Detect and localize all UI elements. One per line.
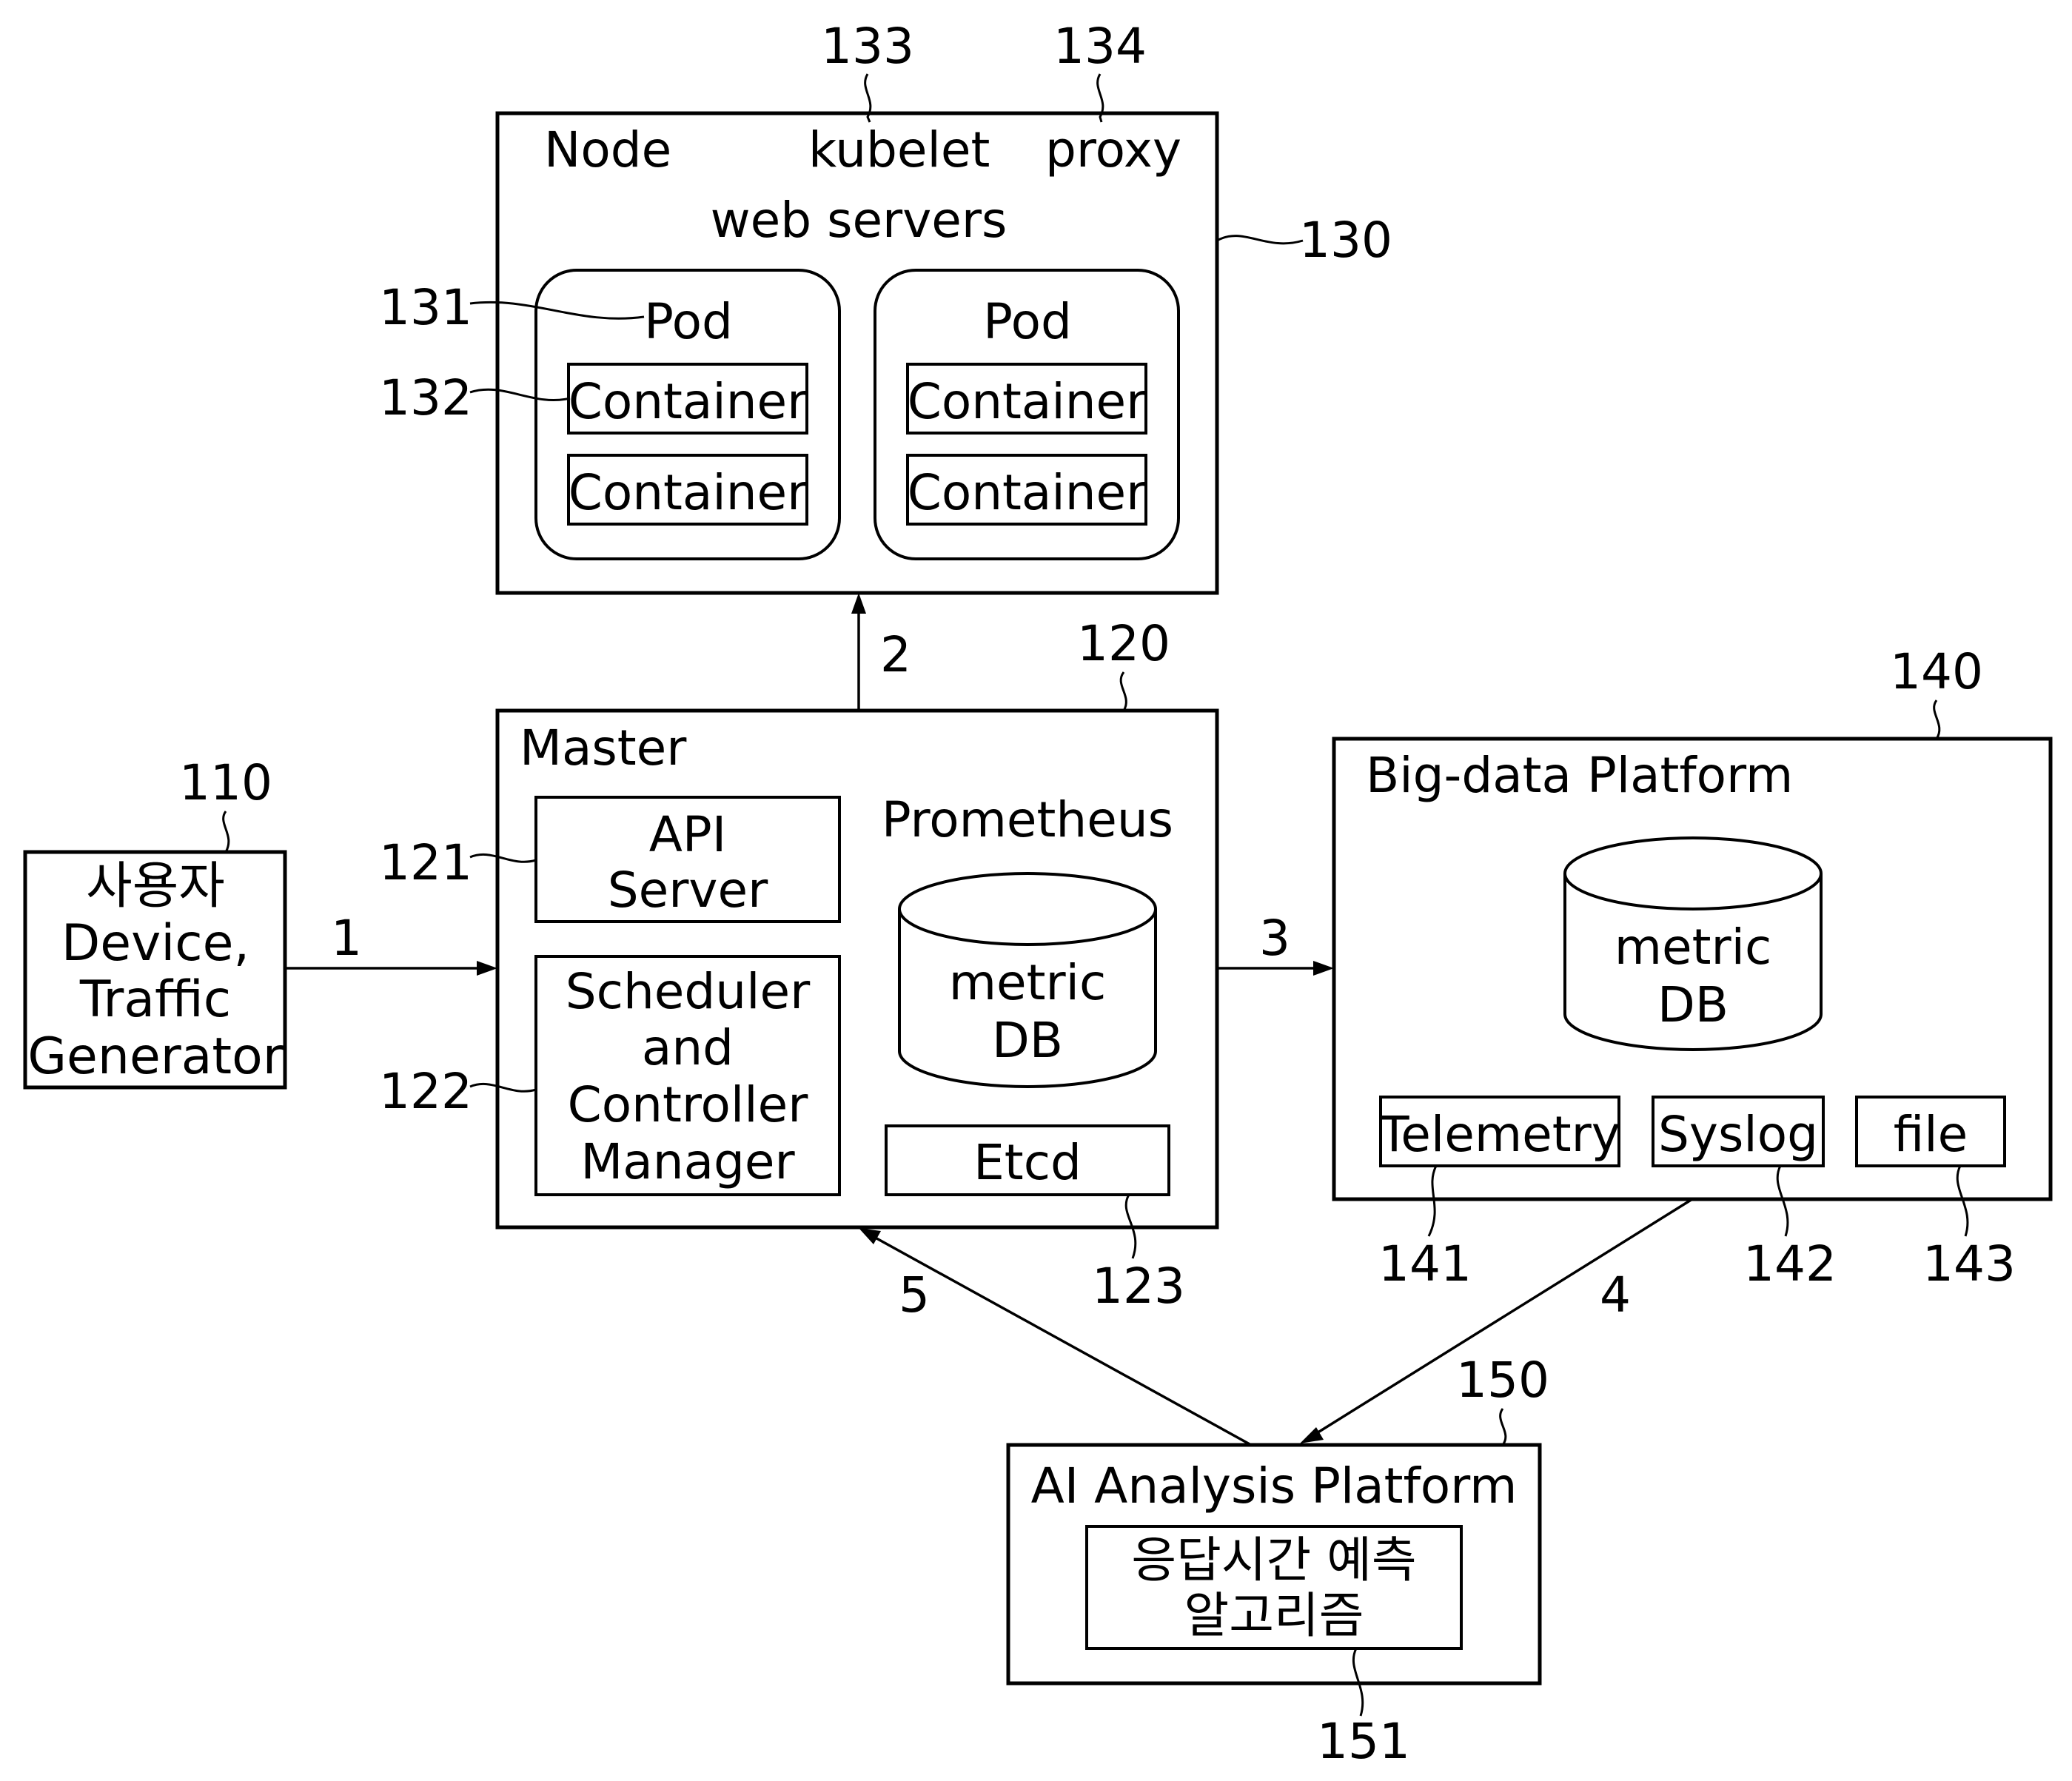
ref-142: 142 [1743,1235,1837,1292]
pod-2-label: Pod [983,293,1072,350]
pod-2-container-1-label: Container [908,373,1147,430]
ref-110: 110 [179,754,272,811]
ref-130: 130 [1299,212,1392,269]
api-server-line-2: Server [608,862,768,919]
flow-3-arrowhead [1313,961,1334,976]
flow-5-arrowhead [859,1228,881,1244]
master-title: Master [520,720,687,777]
api-server-line-1: API [649,806,726,863]
algorithm-line-2: 알고리즘 [1184,1587,1364,1644]
prometheus-label: Prometheus [882,791,1173,848]
master-db-top [899,873,1156,945]
user-line-2: Device, [61,914,249,973]
leader-150 [1501,1409,1506,1445]
ref-122: 122 [379,1063,472,1120]
ref-132: 132 [379,369,472,426]
web-servers-label: web servers [711,192,1007,249]
pod-1: Pod Container Container [536,270,839,559]
ref-123: 123 [1092,1258,1185,1315]
leader-130 [1217,236,1303,244]
file-label: file [1894,1106,1968,1163]
flow-1-arrowhead [477,961,497,976]
pod-2-container-2-label: Container [908,464,1147,521]
leader-120 [1121,672,1126,711]
ref-120: 120 [1077,615,1170,672]
leader-140 [1934,700,1939,739]
flow-3-label: 3 [1259,910,1290,967]
node-title: Node [544,121,671,178]
user-line-1: 사용자 [86,857,225,916]
ref-131: 131 [379,279,472,336]
telemetry-label: Telemetry [1378,1106,1620,1163]
ai-title: AI Analysis Platform [1031,1458,1518,1515]
leader-132 [470,389,570,400]
scheduler-line-3: Controller [568,1076,809,1133]
bigdata-metric-db: metric DB [1565,838,1821,1050]
scheduler-line-4: Manager [580,1133,795,1190]
master-db-line-1: metric [949,954,1107,1011]
master-metric-db: metric DB [899,873,1156,1087]
ref-133: 133 [821,18,914,75]
ref-121: 121 [379,834,472,891]
kubelet-label: kubelet [808,121,990,178]
user-line-3: Traffic [79,970,231,1029]
leader-121 [470,854,536,862]
user-line-4: Generator [27,1027,283,1086]
bigdata-title: Big-data Platform [1366,747,1793,804]
ref-143: 143 [1922,1235,2016,1292]
ref-151: 151 [1317,1713,1410,1770]
pod-1-label: Pod [644,293,733,350]
flow-2-label: 2 [880,626,911,683]
etcd-label: Etcd [973,1134,1082,1191]
ai-block: AI Analysis Platform 응답시간 예측 알고리즘 [1008,1445,1540,1683]
pod-1-container-1-label: Container [569,373,808,430]
algorithm-line-1: 응답시간 예측 [1131,1532,1416,1589]
bigdata-db-top [1565,838,1821,909]
master-db-line-2: DB [992,1012,1063,1069]
ref-134: 134 [1053,18,1147,75]
ref-150: 150 [1456,1352,1549,1409]
scheduler-line-2: and [642,1019,734,1076]
ref-141: 141 [1378,1235,1472,1292]
leader-110 [224,811,229,852]
ref-140: 140 [1890,643,1983,700]
scheduler-line-1: Scheduler [566,963,811,1020]
flow-5-label: 5 [899,1267,930,1324]
syslog-label: Syslog [1658,1106,1818,1163]
bigdata-db-line-1: metric [1615,919,1772,976]
pod-2: Pod Container Container [875,270,1179,559]
flow-4-label: 4 [1600,1267,1631,1324]
user-block: 사용자 Device, Traffic Generator [25,852,285,1087]
pod-1-container-2-label: Container [569,464,808,521]
bigdata-db-line-2: DB [1657,976,1729,1033]
leader-122 [470,1084,536,1091]
bigdata-block: Big-data Platform metric DB Telemetry Sy… [1334,739,2051,1199]
proxy-label: proxy [1045,121,1181,178]
flow-1-label: 1 [331,910,362,967]
flow-2-arrowhead [851,593,866,614]
node-block: Node kubelet proxy web servers Pod Conta… [497,113,1217,593]
master-block: Master API Server Scheduler and Controll… [497,711,1217,1227]
